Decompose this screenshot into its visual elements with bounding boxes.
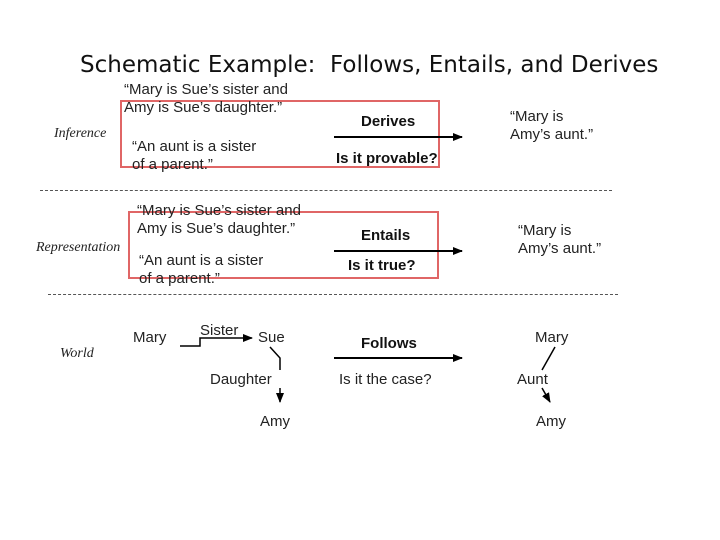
follows-question: Is it the case? (339, 371, 432, 388)
separator-2 (48, 294, 618, 295)
slide-title: Schematic Example: Follows, Entails, and… (80, 52, 659, 78)
inference-label: Inference (54, 126, 107, 141)
representation-premises-box (128, 211, 439, 279)
inference-premises-box (120, 100, 440, 168)
mary-to-sister-link (180, 334, 253, 347)
derives-label: Derives (361, 113, 416, 130)
world-sue: Sue (258, 329, 285, 346)
inference-premise-2: “An aunt is a sister of a parent.” (132, 138, 257, 173)
world-sister-relation: Sister (200, 322, 239, 339)
world-amy: Amy (260, 413, 290, 430)
derives-question: Is it provable? (336, 150, 438, 167)
representation-conclusion: “Mary is Amy’s aunt.” (518, 222, 602, 257)
world-mary: Mary (133, 329, 167, 346)
inference-conclusion: “Mary is Amy’s aunt.” (510, 108, 594, 143)
sue-to-daughter-link (269, 346, 281, 370)
separator-1 (40, 190, 612, 191)
entails-question: Is it true? (348, 257, 416, 274)
world-right-aunt: Aunt (517, 371, 548, 388)
aunt-to-amy-link (541, 387, 551, 403)
representation-premise-2: “An aunt is a sister of a parent.” (139, 252, 264, 287)
world-daughter-relation: Daughter (210, 371, 272, 388)
world-right-amy: Amy (536, 413, 566, 430)
world-right-mary: Mary (535, 329, 569, 346)
representation-premise-1: “Mary is Sue’s sister and Amy is Sue’s d… (137, 202, 301, 237)
representation-label: Representation (36, 240, 121, 255)
right-mary-to-aunt-link (541, 346, 556, 371)
entails-label: Entails (361, 227, 411, 244)
follows-label: Follows (361, 335, 417, 352)
world-label: World (60, 346, 94, 361)
inference-premise-1: “Mary is Sue’s sister and Amy is Sue’s d… (124, 81, 288, 116)
